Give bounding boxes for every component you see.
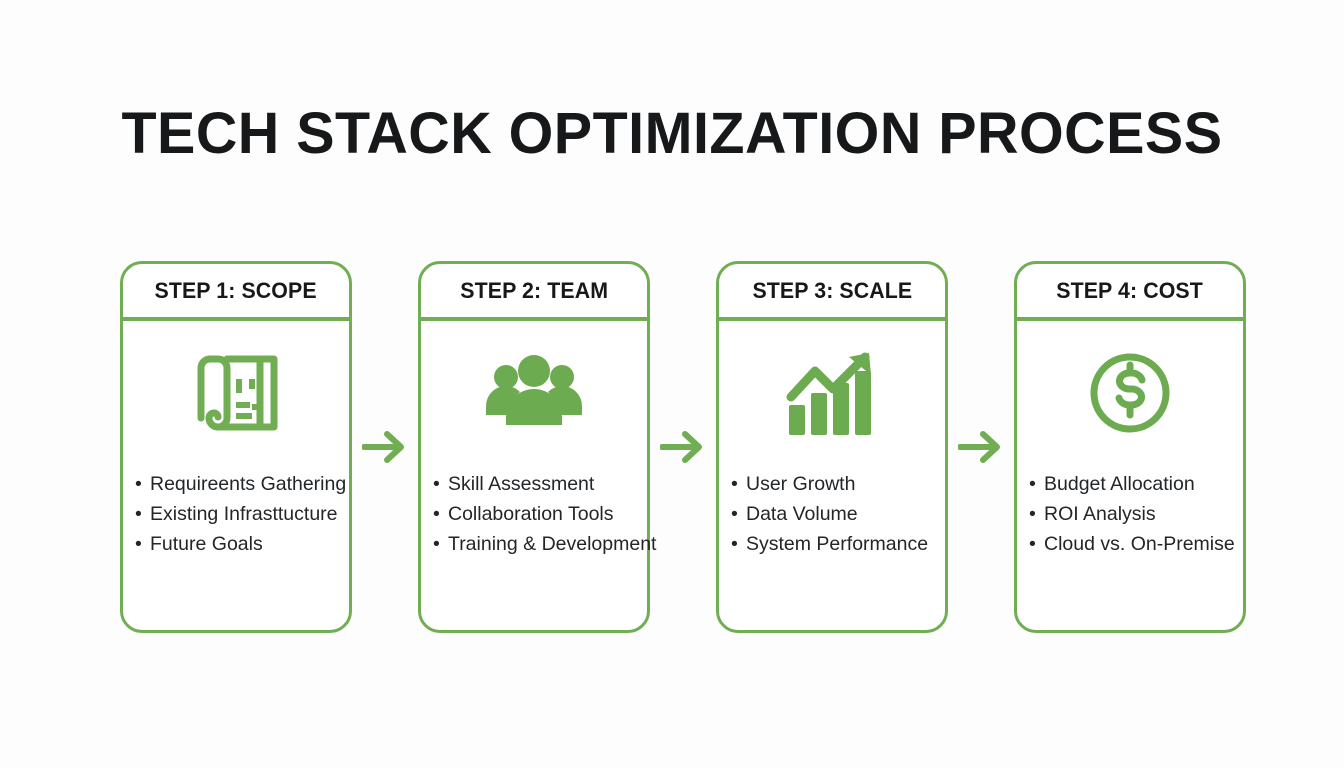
step-card-2[interactable]: STEP 2: TEAM xyxy=(418,261,656,633)
step-card-4-list: Budget Allocation ROI Analysis Cloud vs.… xyxy=(1017,469,1243,630)
dollar-circle-icon xyxy=(1086,349,1174,442)
arrow-step2-to-step3 xyxy=(650,261,716,633)
arrow-step1-to-step2 xyxy=(352,261,418,633)
step-card-3-header: STEP 3: SCALE xyxy=(719,264,945,321)
step-card-2-icon-area xyxy=(421,321,647,469)
arrow-right-icon xyxy=(660,430,706,464)
step-card-4[interactable]: STEP 4: COST Budget Allocation ROI Analy… xyxy=(1014,261,1246,633)
list-item: ROI Analysis xyxy=(1029,499,1243,529)
list-item: Data Volume xyxy=(731,499,945,529)
list-item: Cloud vs. On-Premise xyxy=(1029,529,1243,559)
list-item: Training & Development xyxy=(433,529,656,559)
list-item: Future Goals xyxy=(135,529,349,559)
step-card-3-title: STEP 3: SCALE xyxy=(752,277,912,303)
people-group-icon xyxy=(484,353,584,438)
growth-chart-icon xyxy=(785,349,879,442)
list-item: User Growth xyxy=(731,469,945,499)
step-card-1[interactable]: STEP 1: SCOPE xyxy=(120,261,352,633)
step-card-1-title: STEP 1: SCOPE xyxy=(154,277,318,303)
step-card-1-list: Requireents Gathering Existing Infrasttu… xyxy=(123,469,349,630)
list-item: Budget Allocation xyxy=(1029,469,1243,499)
step-card-2-title: STEP 2: TEAM xyxy=(460,277,608,303)
arrow-right-icon xyxy=(362,430,408,464)
list-item: Requireents Gathering xyxy=(135,469,349,499)
arrow-right-icon xyxy=(958,430,1004,464)
step-card-2-header: STEP 2: TEAM xyxy=(421,264,647,321)
step-card-4-icon-area xyxy=(1017,321,1243,469)
step-card-4-title: STEP 4: COST xyxy=(1056,277,1204,303)
step-card-1-header: STEP 1: SCOPE xyxy=(123,264,349,321)
process-flow-row: STEP 1: SCOPE xyxy=(120,261,1246,633)
list-item: Skill Assessment xyxy=(433,469,647,499)
step-card-3[interactable]: STEP 3: SCALE xyxy=(716,261,948,633)
step-card-1-icon-area xyxy=(123,321,349,469)
step-card-3-list: User Growth Data Volume System Performan… xyxy=(719,469,945,630)
arrow-step3-to-step4 xyxy=(948,261,1014,633)
list-item: Existing Infrasttucture xyxy=(135,499,349,529)
blueprint-icon xyxy=(190,349,282,442)
step-card-2-list: Skill Assessment Collaboration Tools Tra… xyxy=(421,469,656,630)
step-card-4-header: STEP 4: COST xyxy=(1017,264,1243,321)
list-item: System Performance xyxy=(731,529,945,559)
list-item: Collaboration Tools xyxy=(433,499,647,529)
page-title: TECH STACK OPTIMIZATION PROCESS xyxy=(121,101,1223,166)
step-card-3-icon-area xyxy=(719,321,945,469)
